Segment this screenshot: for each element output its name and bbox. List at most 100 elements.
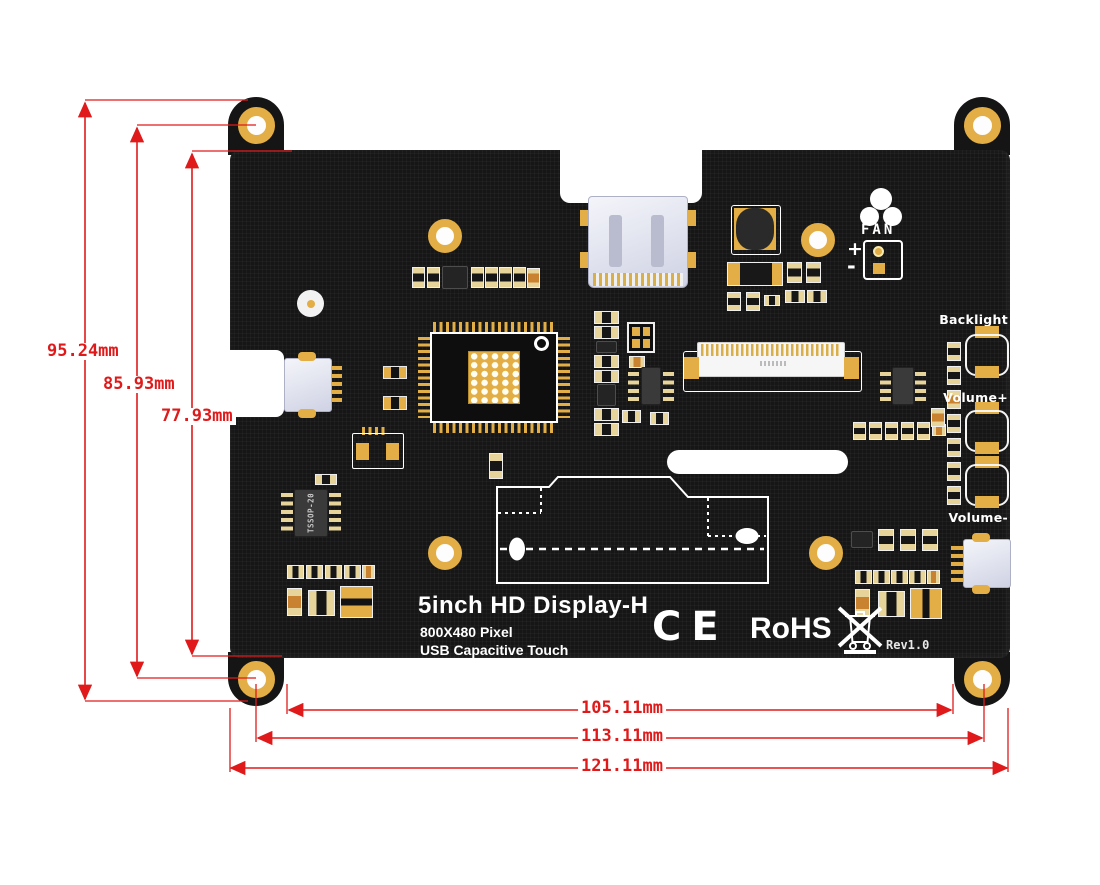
smd-component [878,591,905,617]
backlight-label: Backlight [939,312,1008,327]
smd-component [287,588,302,616]
smd-component [764,295,780,306]
smd-component [442,266,468,289]
smd-component [527,268,540,288]
inductor-outline [731,205,781,255]
main-ic-pins-left [418,337,431,418]
smd-component [596,341,617,353]
fan-icon [870,188,892,210]
smd-component [471,267,484,288]
smd-component [878,529,894,551]
soic8-pins [915,372,926,402]
smd-component [947,438,961,457]
smd-component [344,565,361,579]
smd-component [383,396,407,410]
fan-connector-pin [873,246,884,257]
display-mounting-hole [809,536,843,570]
smd-component [499,267,512,288]
smd-component [922,529,938,551]
hdmi-latch [651,215,664,267]
ffc-anchor-pad [844,357,859,379]
smd-component [594,370,619,383]
soic8-pins [628,372,639,402]
pin1-marker [534,336,549,351]
hdmi-side-pad [580,210,588,226]
smd-component [787,262,802,283]
smd-component [910,588,942,619]
smd-component [594,408,619,421]
dimension-width-inner: 105.11mm [578,700,666,717]
soic8-chip [641,367,661,405]
usb-shell-tab [972,585,990,594]
diode [727,262,783,286]
smd-component [513,267,526,288]
ffc-pins [701,344,841,356]
smd-component [727,292,741,311]
smd-component [869,422,882,440]
smd-component [594,423,619,436]
smd-component [597,384,616,406]
mounting-hole [238,661,275,698]
crystal-pad [386,443,399,460]
smd-component [325,565,342,579]
volume-minus-label: Volume- [948,510,1008,525]
button-pad [975,496,999,508]
display-mounting-hole [428,536,462,570]
display-mounting-hole [801,223,835,257]
ce-mark: CE [652,604,729,650]
fan-plus-label: + [847,238,863,260]
usb-shell-tab [298,409,316,418]
smd-component [947,486,961,505]
smd-component [594,326,619,339]
smd-component [306,565,323,579]
ffc-connector [697,342,845,377]
hdmi-notch [560,150,702,203]
smd-component [873,570,890,584]
smd-component [900,529,916,551]
dimension-width-outer: 121.11mm [578,758,666,775]
board-slot [667,450,848,474]
smd-component [807,290,827,303]
smd-component [901,422,914,440]
smd-component [855,570,872,584]
hdmi-side-pad [688,252,696,268]
mounting-hole [238,107,275,144]
rohs-mark: RoHS [750,612,832,645]
smd-component [315,474,337,485]
smd-component [622,410,641,423]
inductor-body [736,208,774,250]
smd-component [746,292,760,311]
hdmi-latch [609,215,622,267]
usb-touch-notch [230,350,284,417]
dimension-height-outer: 95.24mm [44,343,122,360]
main-ic-thermal-pad [468,351,520,404]
mounting-hole [964,107,1001,144]
smd-component [629,356,645,368]
smd-component [594,311,619,324]
smd-component [806,262,821,283]
mounting-hole [964,661,1001,698]
smd-component [931,408,945,427]
smd-component [885,422,898,440]
smd-component [485,267,498,288]
smd-component [947,342,961,361]
hdmi-side-pad [688,210,696,226]
touch-spec: USB Capacitive Touch [420,642,569,658]
display-mounting-hole [428,219,462,253]
main-ic-pins-right [557,337,570,418]
crystal-footprint [352,433,404,469]
soic8-pins [880,372,891,402]
smd-component [947,390,961,409]
smd-component [947,366,961,385]
tssop-chip: TSSOP-20 [294,489,328,537]
smd-component [287,565,304,579]
pixel-spec: 800X480 Pixel [420,624,513,640]
fan-connector [863,240,903,280]
revision-label: Rev1.0 [886,638,930,652]
crystal-pad [356,443,369,460]
smd-component [650,412,669,425]
fan-minus-label: - [847,254,856,278]
smd-component [412,267,425,288]
smd-component [427,267,440,288]
